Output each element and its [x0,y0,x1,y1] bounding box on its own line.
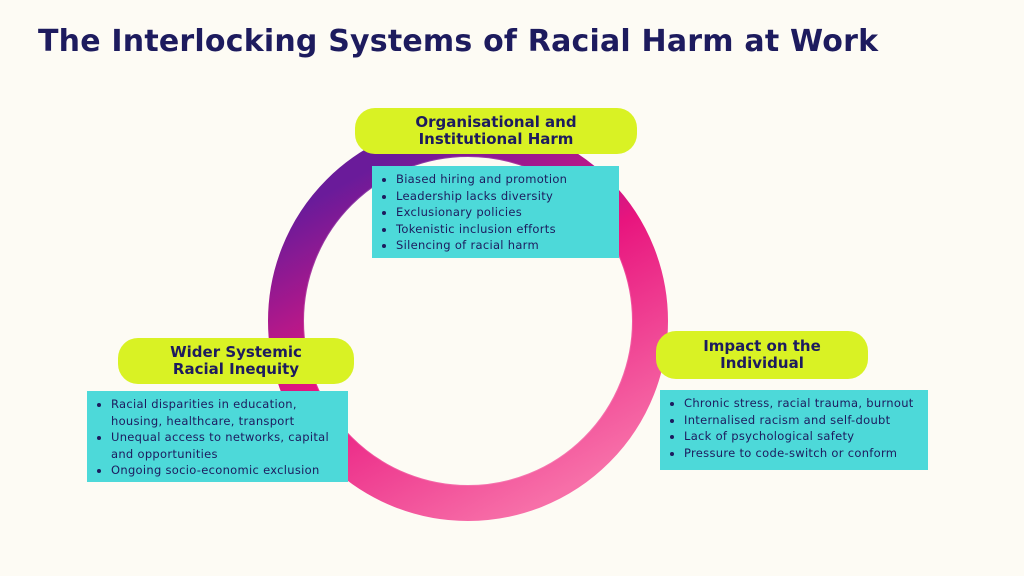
individual-heading-line2: Individual [720,354,804,372]
systemic-heading-line1: Wider Systemic [170,343,302,361]
organisational-list-item: Leadership lacks diversity [396,188,613,205]
individual-impact-list: Chronic stress, racial trauma, burnoutIn… [660,390,928,470]
organisational-list-item: Exclusionary policies [396,204,613,221]
individual-list-item: Internalised racism and self-doubt [684,412,922,429]
organisational-list-item: Tokenistic inclusion efforts [396,221,613,238]
organisational-list-item: Biased hiring and promotion [396,171,613,188]
organisational-harm-heading: Organisational and Institutional Harm [355,108,637,154]
organisational-heading-line1: Organisational and [415,113,577,131]
organisational-heading-line2: Institutional Harm [418,130,574,148]
systemic-list-item: Unequal access to networks, capital and … [111,429,342,462]
individual-list-item: Lack of psychological safety [684,428,922,445]
individual-list-item: Chronic stress, racial trauma, burnout [684,395,922,412]
systemic-inequity-heading: Wider Systemic Racial Inequity [118,338,354,384]
systemic-inequity-list: Racial disparities in education, housing… [87,391,348,482]
systemic-list-item: Ongoing socio-economic exclusion [111,462,342,479]
systemic-heading-line2: Racial Inequity [172,360,300,378]
individual-impact-heading: Impact on the Individual [656,331,868,379]
organisational-harm-list: Biased hiring and promotionLeadership la… [372,166,619,258]
individual-heading-line1: Impact on the [703,337,821,355]
page-title: The Interlocking Systems of Racial Harm … [38,24,879,59]
organisational-list-item: Silencing of racial harm [396,237,613,254]
individual-list-item: Pressure to code-switch or conform [684,445,922,462]
systemic-list-item: Racial disparities in education, housing… [111,396,342,429]
